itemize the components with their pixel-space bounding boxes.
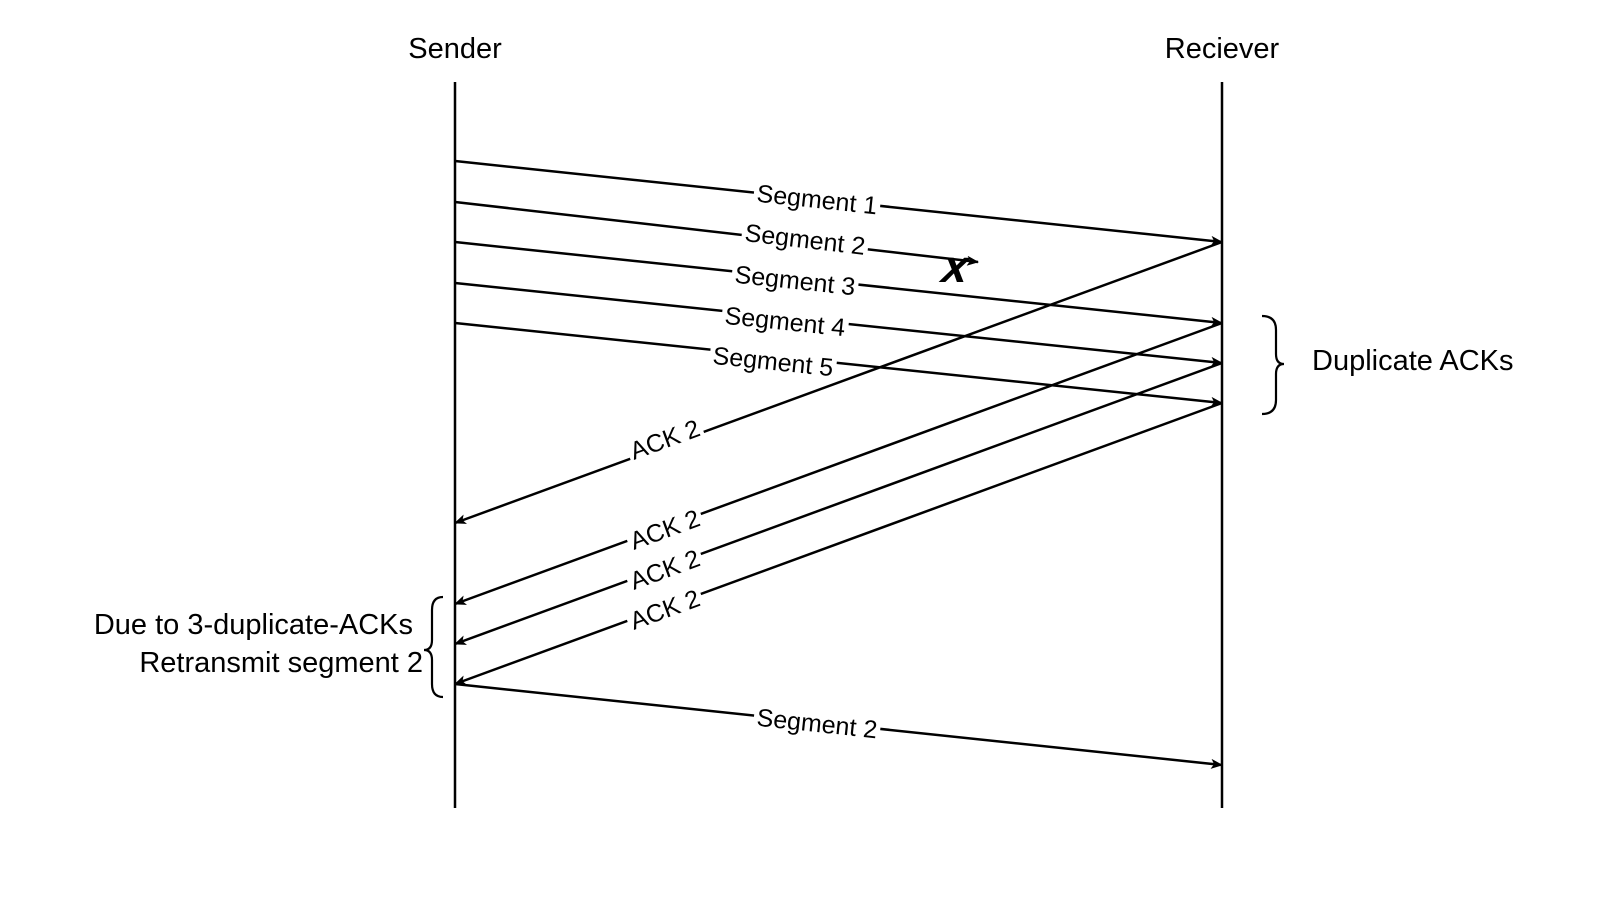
message-label-background bbox=[624, 415, 706, 465]
message-4: Segment 4 bbox=[454, 281, 1223, 367]
message-7: ACK 2 bbox=[454, 321, 1223, 606]
message-2: Segment 2 bbox=[454, 200, 979, 266]
message-arrow bbox=[454, 321, 1223, 407]
lost-packet-x-icon: x bbox=[936, 240, 974, 292]
message-3: Segment 3 bbox=[454, 240, 1223, 327]
duplicate-acks-brace bbox=[1261, 314, 1285, 416]
message-label-background bbox=[624, 585, 706, 635]
message-label: Segment 4 bbox=[723, 302, 846, 342]
message-arrow bbox=[454, 401, 1223, 686]
sender-label: Sender bbox=[408, 33, 502, 65]
message-arrow bbox=[454, 200, 979, 266]
message-9: ACK 2 bbox=[454, 401, 1223, 686]
retransmit-reason-label: Due to 3-duplicate-ACKs bbox=[94, 609, 413, 641]
message-label-background bbox=[624, 545, 706, 595]
message-arrow bbox=[454, 321, 1223, 606]
message-label-background bbox=[708, 343, 838, 381]
message-label-background bbox=[752, 181, 882, 219]
message-arrow bbox=[454, 361, 1223, 646]
receiver-label: Reciever bbox=[1165, 33, 1280, 65]
message-label-background bbox=[730, 262, 860, 300]
message-arrow bbox=[454, 240, 1223, 525]
message-label-background bbox=[720, 303, 850, 341]
message-label: Segment 2 bbox=[743, 219, 866, 261]
message-5: Segment 5 bbox=[454, 321, 1223, 407]
message-label-background bbox=[752, 705, 882, 743]
message-label-background bbox=[740, 220, 870, 260]
message-label: Segment 2 bbox=[755, 704, 878, 745]
message-label: ACK 2 bbox=[626, 414, 703, 465]
message-label: Segment 1 bbox=[755, 180, 878, 221]
message-8: ACK 2 bbox=[454, 361, 1223, 646]
duplicate-acks-label: Duplicate ACKs bbox=[1312, 345, 1514, 377]
retransmit-action-label: Retransmit segment 2 bbox=[139, 647, 423, 679]
message-label-background bbox=[624, 505, 706, 555]
message-10: Segment 2 bbox=[454, 682, 1223, 769]
retransmit-brace bbox=[423, 595, 444, 699]
message-label: Segment 5 bbox=[711, 342, 834, 382]
message-label: Segment 3 bbox=[733, 261, 856, 302]
